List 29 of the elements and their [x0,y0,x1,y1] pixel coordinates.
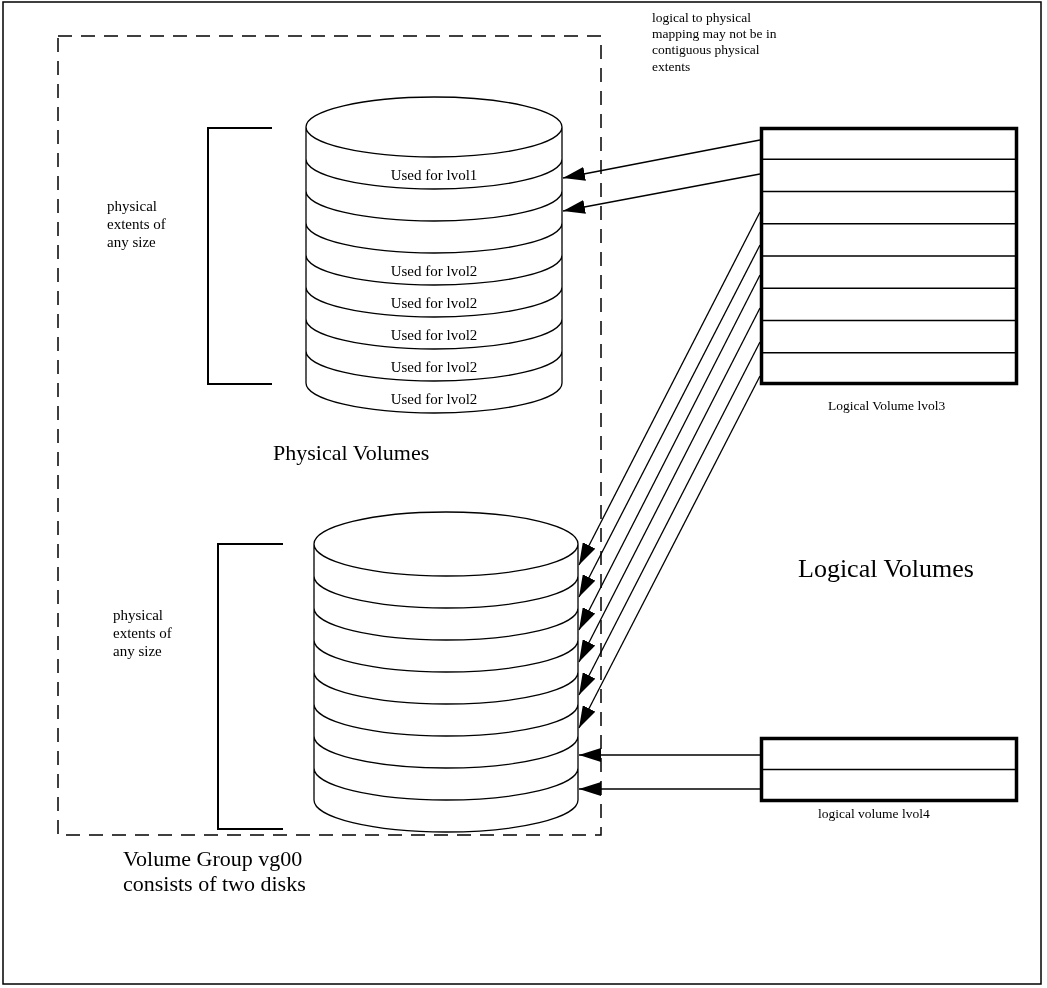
logical-volume-box [760,127,1018,385]
logical-volume-box [760,737,1018,802]
volume-group-box [57,35,602,836]
section-heading: Logical Volumes [798,553,975,585]
bracket-label: physical extents of any size [113,606,173,660]
extent-label: Used for lvol2 [389,358,479,376]
mapping-arrow [578,244,761,598]
group-caption: Volume Group vg00 consists of two disks [123,846,307,897]
extent-label: Used for lvol2 [389,294,479,312]
mapping-arrow [578,307,761,663]
mapping-note: logical to physical mapping may not be in contiguous physical extents [652,10,778,75]
mapping-arrow [578,748,761,762]
extent-label: Used for lvol2 [389,262,479,280]
section-heading: Physical Volumes [273,440,431,467]
mapping-arrow [578,274,761,631]
volume-caption: logical volume lvol4 [818,806,930,823]
mapping-arrow [578,782,761,796]
extent-label: Used for lvol2 [389,326,479,344]
mapping-arrow [578,375,761,729]
disk-cylinder [313,512,579,834]
mapping-arrow [578,341,761,696]
extent-label: Used for lvol1 [389,166,479,184]
mapping-arrow [562,139,761,181]
bracket-label: physical extents of any size [107,197,167,251]
extent-label: Used for lvol2 [389,390,479,408]
disk-cylinder [305,96,563,416]
mapping-arrow [562,173,761,214]
mapping-arrow [578,211,761,566]
volume-caption: Logical Volume lvol3 [828,398,946,415]
